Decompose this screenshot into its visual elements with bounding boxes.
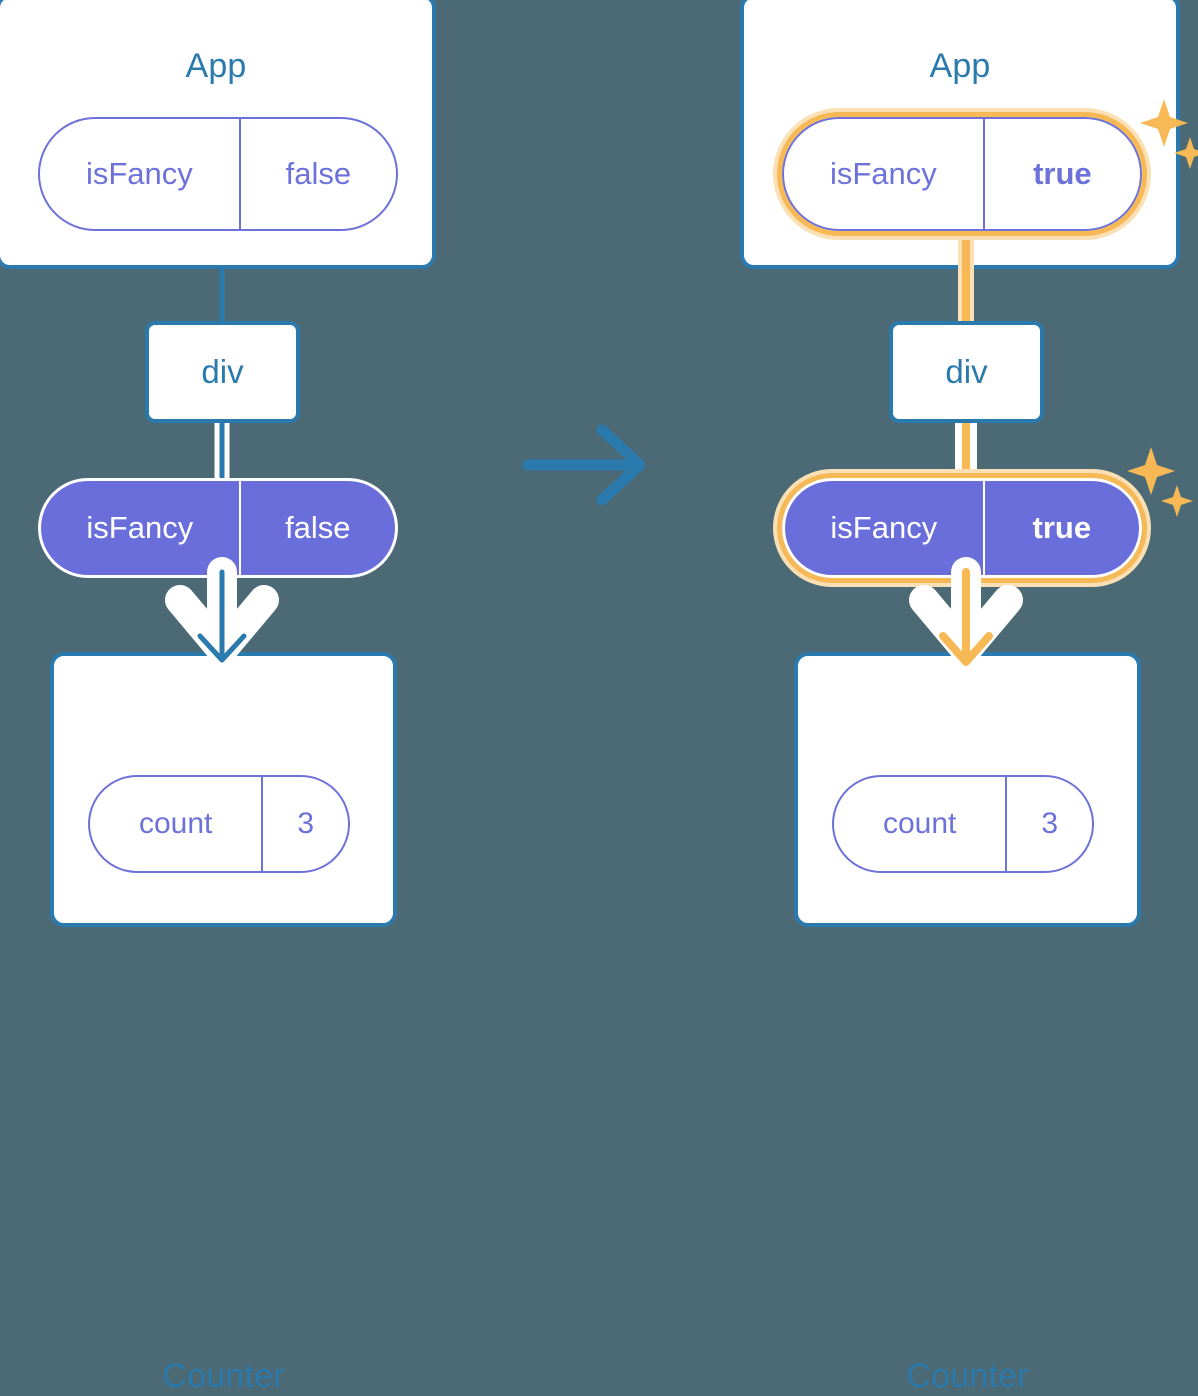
- transition-arrow-icon: [522, 424, 646, 506]
- app-state-pill-value: false: [285, 156, 352, 191]
- app-state-pill-key: isFancy: [40, 119, 241, 229]
- prop-pill-value: true: [1032, 510, 1092, 545]
- prop-pill-value: false: [285, 510, 351, 545]
- app-state-pill-value: true: [1033, 156, 1092, 191]
- counter-state-pill-value: 3: [1041, 807, 1058, 840]
- div-node-label: div: [201, 353, 244, 390]
- counter-state-pill-value: 3: [297, 807, 314, 840]
- arrow-to-counter: [197, 569, 247, 663]
- panel-before: App isFancy false div isFancy false Coun…: [0, 0, 599, 1395]
- counter-state-pill-key: count: [834, 777, 1008, 871]
- arrow-right-icon: [522, 424, 646, 506]
- app-card-title: App: [929, 47, 991, 85]
- prop-pill-key: isFancy: [785, 481, 985, 575]
- prop-pill-key: isFancy: [41, 481, 241, 575]
- div-node: div: [889, 321, 1044, 423]
- app-state-pill[interactable]: isFancy true: [782, 117, 1142, 231]
- app-card-title: App: [185, 47, 247, 85]
- counter-card-title: Counter: [906, 1357, 1029, 1395]
- counter-state-pill[interactable]: count 3: [832, 775, 1094, 873]
- panel-after: App isFancy true div isFancy true: [599, 0, 1198, 1395]
- counter-state-pill-key: count: [90, 777, 264, 871]
- counter-card-title: Counter: [162, 1357, 285, 1395]
- app-state-pill-key: isFancy: [784, 119, 985, 229]
- counter-state-pill[interactable]: count 3: [88, 775, 350, 873]
- arrow-to-counter: [939, 568, 993, 666]
- app-state-pill[interactable]: isFancy false: [38, 117, 398, 231]
- connector-wires-over-after: [909, 557, 1023, 670]
- connector-wires-over-before: [165, 557, 279, 670]
- div-node: div: [145, 321, 300, 423]
- div-node-label: div: [945, 353, 988, 390]
